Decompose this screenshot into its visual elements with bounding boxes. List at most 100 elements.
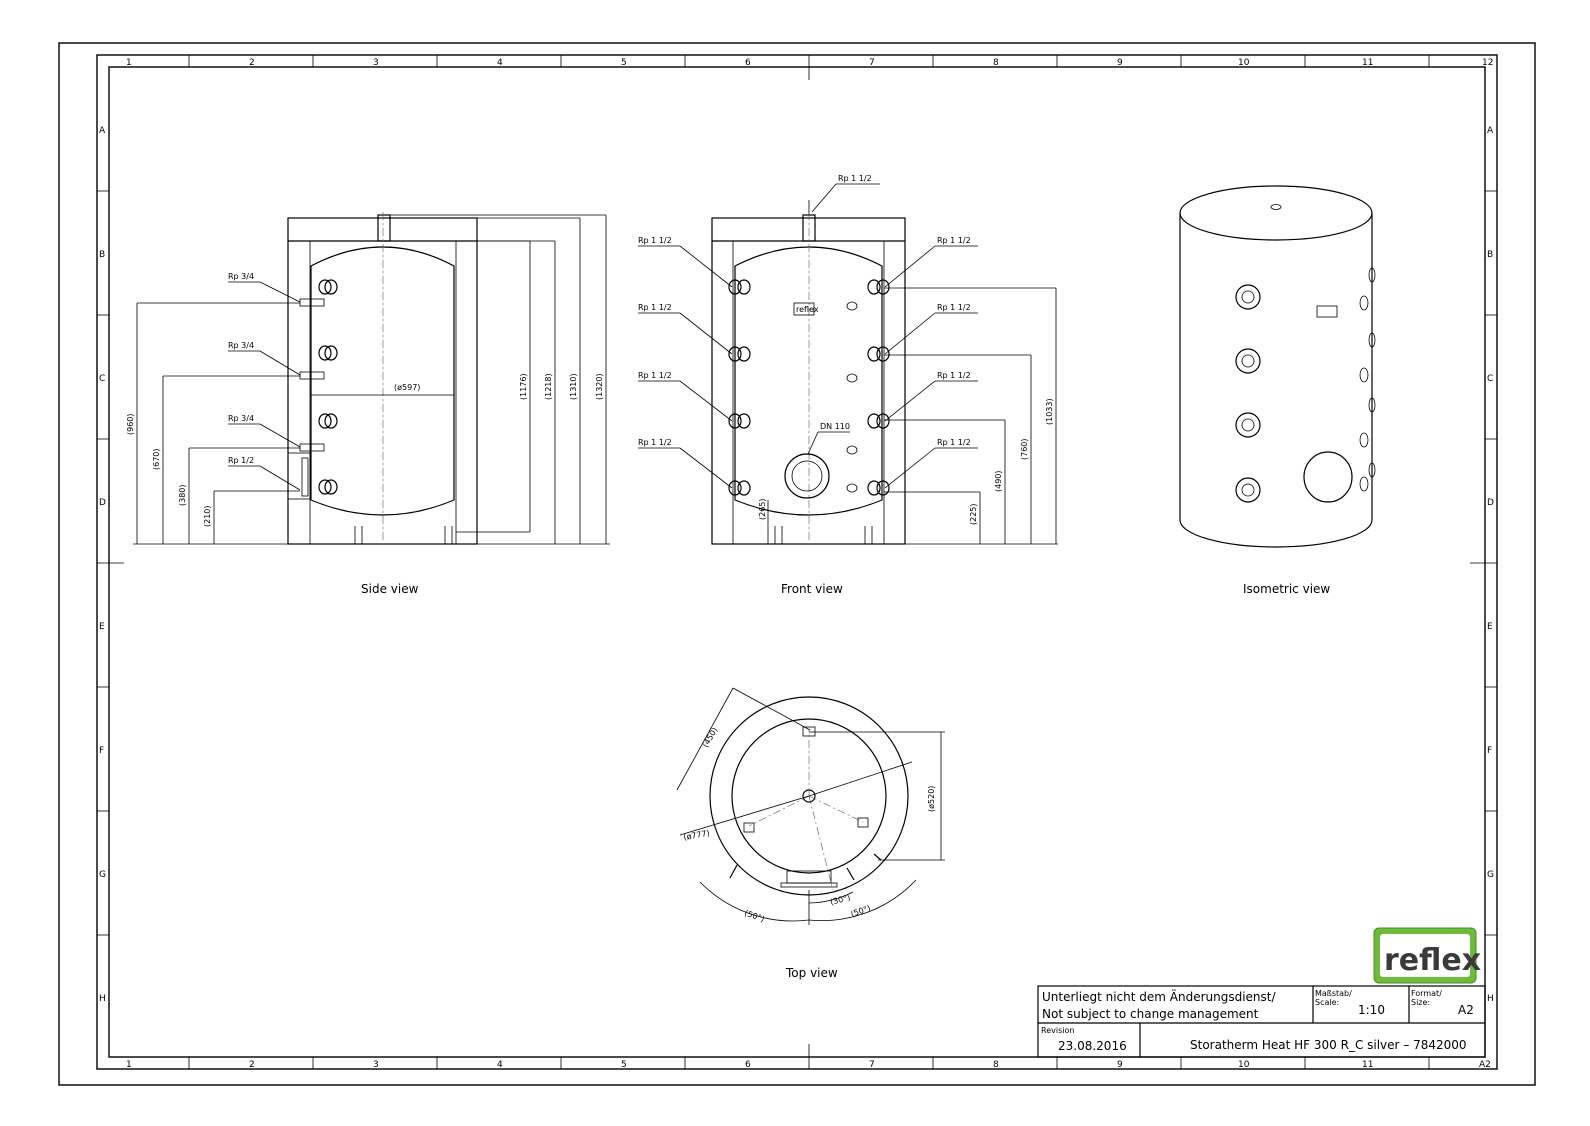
row-label: D — [1487, 498, 1494, 508]
col-label: 9 — [1117, 58, 1123, 68]
scale-value: 1:10 — [1358, 1003, 1385, 1017]
row-label: H — [1487, 994, 1494, 1004]
side-dim-left: (380) — [178, 484, 187, 506]
side-dim-left: (210) — [203, 505, 212, 527]
front-left-label: Rp 1 1/2 — [638, 371, 672, 380]
row-label: E — [99, 622, 105, 632]
side-view-caption: Side view — [361, 582, 419, 596]
col-label: 1 — [126, 1060, 132, 1070]
side-diameter: (ø597) — [394, 383, 420, 392]
top-view: (450) (ø520) (ø777) (30°) (50°) (50°) To… — [676, 687, 945, 980]
front-left-label: Rp 1 1/2 — [638, 303, 672, 312]
format-label2: Size: — [1411, 998, 1430, 1007]
drawing-title: Storatherm Heat HF 300 R_C silver – 7842… — [1190, 1038, 1467, 1052]
top-dim: (50°) — [743, 908, 765, 923]
top-dim: (ø777) — [683, 829, 711, 842]
row-label: C — [99, 374, 105, 384]
row-label: E — [1487, 622, 1493, 632]
row-label: A — [99, 126, 106, 136]
front-top-label: Rp 1 1/2 — [838, 174, 872, 183]
front-view: reflex Rp 1 1/2 Rp 1 1/2 Rp 1 1/2 Rp 1 1… — [638, 174, 1058, 596]
front-flange-label: DN 110 — [820, 422, 850, 431]
side-conn-label: Rp 3/4 — [228, 414, 254, 423]
col-label: 6 — [745, 58, 751, 68]
row-labels-left: A B C D E F G H — [99, 126, 106, 1004]
zone-frame — [96, 54, 1498, 1070]
side-dim-right: (1218) — [544, 373, 553, 400]
row-label: G — [99, 870, 106, 880]
outer-frame — [58, 42, 1536, 1086]
col-label: 11 — [1362, 1060, 1373, 1070]
col-label: 8 — [993, 58, 999, 68]
front-dim-right: (1033) — [1045, 398, 1054, 425]
col-label: 4 — [497, 58, 503, 68]
side-view: (ø597) Rp 3/4 Rp 3/4 Rp 3/4 Rp 1/2 (960)… — [126, 212, 610, 596]
notice-de: Unterliegt nicht dem Änderungsdienst/ — [1042, 989, 1276, 1004]
row-label: B — [1487, 250, 1493, 260]
row-label: C — [1487, 374, 1493, 384]
isometric-view-caption: Isometric view — [1243, 582, 1330, 596]
col-label: 7 — [869, 1060, 875, 1070]
notice-en: Not subject to change management — [1042, 1007, 1259, 1021]
side-conn-label: Rp 1/2 — [228, 456, 254, 465]
col-label: 5 — [621, 58, 627, 68]
column-labels-top: 1 2 3 4 5 6 7 8 9 10 11 12 — [126, 58, 1493, 68]
col-label: 9 — [1117, 1060, 1123, 1070]
row-labels-right: A B C D E F G H — [1487, 126, 1494, 1004]
top-dim: (30°) — [829, 893, 851, 907]
row-label: A — [1487, 126, 1494, 136]
side-conn-label: Rp 3/4 — [228, 272, 254, 281]
col-label: 7 — [869, 58, 875, 68]
row-label: D — [99, 498, 106, 508]
col-label: 2 — [249, 58, 255, 68]
side-conn-label: Rp 3/4 — [228, 341, 254, 350]
format-value: A2 — [1458, 1003, 1474, 1017]
front-right-label: Rp 1 1/2 — [937, 236, 971, 245]
front-dim-bottom: (265) — [758, 498, 767, 520]
col-label: 10 — [1238, 58, 1250, 68]
front-right-label: Rp 1 1/2 — [937, 303, 971, 312]
side-dim-right: (1310) — [569, 373, 578, 400]
col-label: 1 — [126, 58, 132, 68]
front-dim-right: (490) — [994, 470, 1003, 492]
row-label: G — [1487, 870, 1494, 880]
side-dim-left: (960) — [126, 413, 135, 435]
row-label: F — [99, 746, 104, 756]
col-label: 6 — [745, 1060, 751, 1070]
col-label: 3 — [373, 1060, 379, 1070]
isometric-view: Isometric view — [1179, 185, 1376, 596]
front-dim-right: (225) — [969, 503, 978, 525]
drawing-frame — [108, 66, 1486, 1058]
title-block: reflex Unterliegt nicht dem Änderungsdie… — [1037, 927, 1486, 1058]
col-label: 4 — [497, 1060, 503, 1070]
top-dim: (50°) — [850, 903, 872, 918]
scale-label: Maßstab/ — [1315, 989, 1352, 998]
logo-text: reflex — [1384, 943, 1481, 978]
side-dim-left: (670) — [152, 448, 161, 470]
col-label: 2 — [249, 1060, 255, 1070]
row-label: F — [1487, 746, 1492, 756]
row-label: B — [99, 250, 105, 260]
col-label: 10 — [1238, 1060, 1250, 1070]
front-right-label: Rp 1 1/2 — [937, 438, 971, 447]
col-label: 5 — [621, 1060, 627, 1070]
revision-label: Revision — [1041, 1026, 1074, 1035]
col-label: 11 — [1362, 58, 1373, 68]
column-ticks — [188, 55, 1430, 1069]
front-view-caption: Front view — [781, 582, 843, 596]
col-label: A2 — [1479, 1060, 1491, 1070]
top-dim: (450) — [701, 726, 720, 749]
side-dim-right: (1176) — [519, 373, 528, 400]
top-view-caption: Top view — [785, 966, 838, 980]
row-ticks — [97, 190, 1497, 936]
front-logo-text: reflex — [796, 305, 819, 314]
row-label: H — [99, 994, 106, 1004]
front-left-label: Rp 1 1/2 — [638, 438, 672, 447]
col-label: 8 — [993, 1060, 999, 1070]
col-label: 3 — [373, 58, 379, 68]
scale-label2: Scale: — [1315, 998, 1339, 1007]
format-label: Format/ — [1411, 989, 1442, 998]
front-right-label: Rp 1 1/2 — [937, 371, 971, 380]
column-labels-bottom: 1 2 3 4 5 6 7 8 9 10 11 A2 — [126, 1060, 1491, 1070]
